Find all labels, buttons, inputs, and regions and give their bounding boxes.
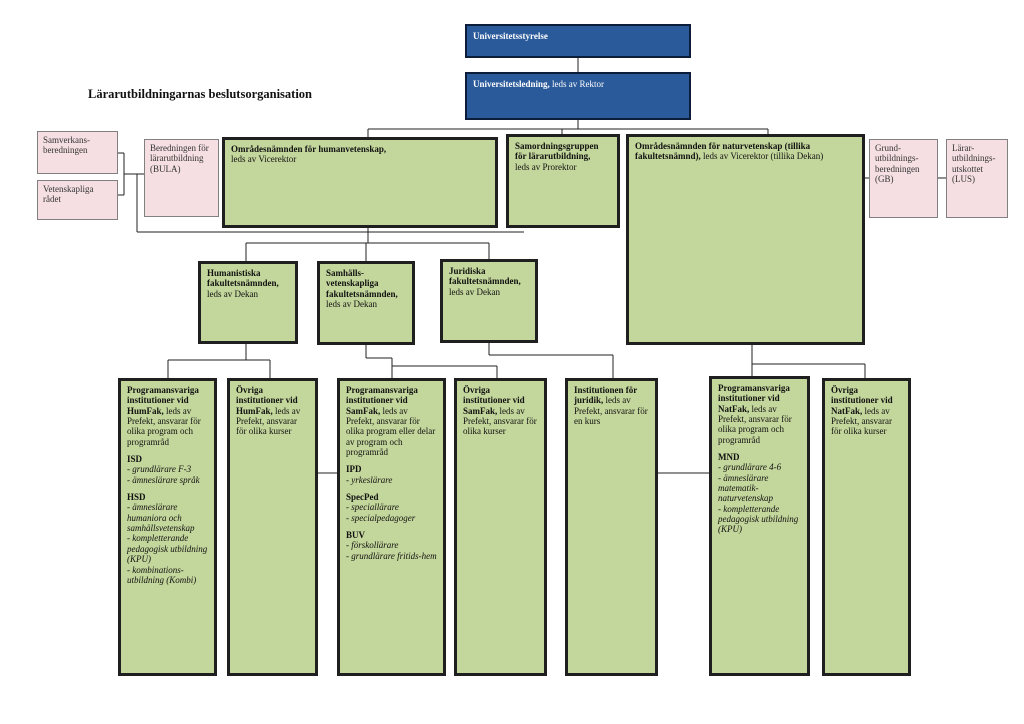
board-box: Universitetsstyrelse [465, 24, 691, 58]
hsd-label: HSD [127, 492, 146, 503]
hsd-item-3: - kombinations-utbildning (Kombi) [127, 564, 197, 585]
hsd-item-1: - ämneslärare humaniora och samhällsvete… [127, 502, 195, 534]
hum-board-title: Områdesnämnden för humanvetenskap, [231, 144, 387, 154]
nat-ovr-box: Övriga institutioner vid NatFak, leds av… [822, 378, 911, 676]
isd-label: ISD [127, 454, 143, 465]
jurfak-title: Juridiska fakultetsnämnden, [449, 266, 521, 287]
sam-ovr-title: Övriga institutioner vid SamFak, [463, 385, 525, 416]
mnd-item-3: - kompletterande pedagogisk utbildning (… [718, 503, 799, 535]
sam-prog-box: Programansvariga institutioner vid SamFa… [337, 378, 446, 676]
humfak-sub: leds av Dekan [207, 288, 258, 299]
hum-board-box: Områdesnämnden för humanvetenskap, leds … [222, 137, 498, 228]
hum-board-sub: leds av Vicerektor [231, 154, 297, 165]
bula-box: Beredningen för lärarutbildning (BULA) [144, 139, 219, 217]
hum-prog-box: Programansvariga institutioner vid HumFa… [118, 378, 217, 676]
lus-label: Lärar-utbildnings-utskottet (LUS) [952, 143, 996, 185]
hum-ovr-box: Övriga institutioner vid HumFak, leds av… [227, 378, 318, 676]
ipd-label: IPD [346, 464, 362, 475]
nat-prog-box: Programansvariga institutioner vid NatFa… [709, 376, 810, 676]
nat-board-box: Områdesnämnden för naturvetenskap (tilli… [626, 134, 865, 345]
lus-box: Lärar-utbildnings-utskottet (LUS) [946, 139, 1008, 218]
board-label: Universitetsstyrelse [473, 31, 548, 41]
jur-title: Institutionen för juridik, [574, 385, 638, 406]
jur-box: Institutionen för juridik, leds av Prefe… [565, 378, 658, 676]
isd-item-2: - ämneslärare språk [127, 474, 200, 485]
samord-title: Samordningsgruppen för lärarutbildning, [515, 141, 599, 162]
jurfak-box: Juridiska fakultetsnämnden, leds av Deka… [440, 259, 538, 343]
ipd-item-1: - yrkeslärare [346, 474, 393, 485]
isd-item-1: - grundlärare F-3 [127, 464, 192, 475]
gb-label: Grund-utbildnings-beredningen (GB) [875, 143, 920, 185]
vetenskapliga-box: Vetenskapliga rådet [37, 180, 118, 220]
mnd-item-2: - ämneslärare matematik-naturvetenskap [718, 472, 773, 504]
nat-board-title: Områdesnämnden för naturvetenskap (tilli… [635, 141, 811, 162]
leadership-box: Universitetsledning, leds av Rektor [465, 72, 691, 120]
hum-prog-sub: leds av Prefekt, ansvarar för olika prog… [127, 405, 201, 447]
nat-ovr-title: Övriga institutioner vid NatFak, [831, 385, 893, 416]
samord-sub: leds av Prorektor [515, 161, 577, 172]
samverkan-label: Samverkans-beredningen [43, 135, 90, 156]
sam-prog-sub: leds av Prefekt, ansvarar för olika prog… [346, 405, 436, 458]
mnd-item-1: - grundlärare 4-6 [718, 462, 782, 473]
humfak-title: Humanistiska fakultetsnämnden, [207, 268, 279, 289]
samfak-title: Samhälls-vetenskapliga fakultetsnämnden, [326, 268, 398, 299]
buv-label: BUV [346, 530, 366, 541]
samord-box: Samordningsgruppen för lärarutbildning, … [506, 134, 620, 228]
jur-sub: leds av Prefekt, ansvarar för en kurs [574, 395, 648, 427]
gb-box: Grund-utbildnings-beredningen (GB) [869, 139, 938, 218]
jurfak-sub: leds av Dekan [449, 286, 500, 297]
nat-ovr-sub: leds av Prefekt, ansvarar för olika kurs… [831, 405, 892, 437]
nat-prog-sub: leds av Prefekt, ansvarar för olika prog… [718, 403, 792, 445]
vetenskapliga-label: Vetenskapliga rådet [43, 184, 94, 205]
nat-prog-title: Programansvariga institutioner vid NatFa… [718, 383, 790, 414]
sam-prog-title: Programansvariga institutioner vid SamFa… [346, 385, 418, 416]
samfak-sub: leds av Dekan [326, 299, 377, 310]
specped-item-2: - specialpedagoger [346, 512, 416, 523]
specped-item-1: - speciallärare [346, 502, 399, 513]
bula-label: Beredningen för lärarutbildning (BULA) [150, 143, 209, 174]
leadership-sub: leds av Rektor [549, 79, 605, 89]
sam-ovr-sub: leds av Prefekt, ansvarar för olika kurs… [463, 405, 537, 437]
mnd-label: MND [718, 452, 740, 463]
samverkan-box: Samverkans-beredningen [37, 131, 118, 174]
leadership-label: Universitetsledning, [473, 79, 550, 89]
buv-item-1: - förskollärare [346, 540, 399, 551]
page-title: Lärarutbildningarnas beslutsorganisation [88, 87, 313, 101]
samfak-box: Samhälls-vetenskapliga fakultetsnämnden,… [317, 261, 415, 345]
nat-board-sub: leds av Vicerektor (tillika Dekan) [700, 151, 824, 162]
humfak-box: Humanistiska fakultetsnämnden, leds av D… [198, 261, 298, 344]
hum-ovr-sub: leds av Prefekt, ansvarar för olika kurs… [236, 405, 301, 437]
buv-item-2: - grundlärare fritids-hem [346, 550, 437, 561]
hum-ovr-title: Övriga institutioner vid HumFak, [236, 385, 298, 416]
hum-prog-title: Programansvariga institutioner vid HumFa… [127, 385, 199, 416]
specped-label: SpecPed [346, 492, 379, 503]
sam-ovr-box: Övriga institutioner vid SamFak, leds av… [454, 378, 547, 676]
hsd-item-2: - kompletterande pedagogisk utbildning (… [127, 533, 208, 565]
